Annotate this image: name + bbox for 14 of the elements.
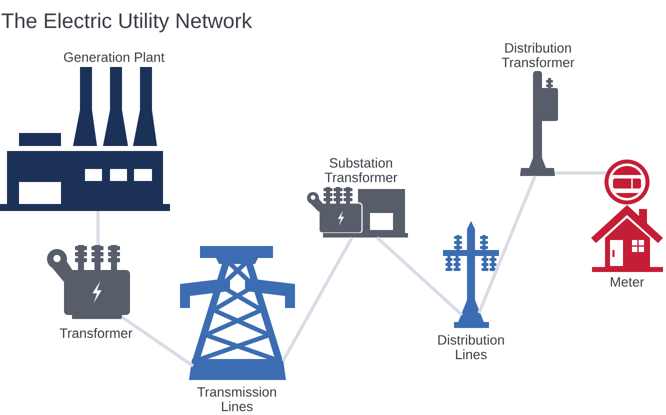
node-label: Distribution Lines <box>438 334 504 360</box>
node-label: Substation Transformer <box>324 158 398 182</box>
node-label: Transformer <box>60 328 132 338</box>
node-label: Generation Plant <box>64 52 165 62</box>
connector-line <box>376 236 464 316</box>
node-label: Distribution Transformer <box>502 42 574 68</box>
node-label: Meter <box>610 277 644 287</box>
connector-line <box>121 316 194 368</box>
connector-line <box>282 236 354 362</box>
connector-line <box>555 171 606 175</box>
title: The Electric Utility Network <box>2 12 252 32</box>
connector-line <box>478 175 536 314</box>
connector-line <box>96 211 100 245</box>
node-label: Transmission Lines <box>197 386 276 412</box>
